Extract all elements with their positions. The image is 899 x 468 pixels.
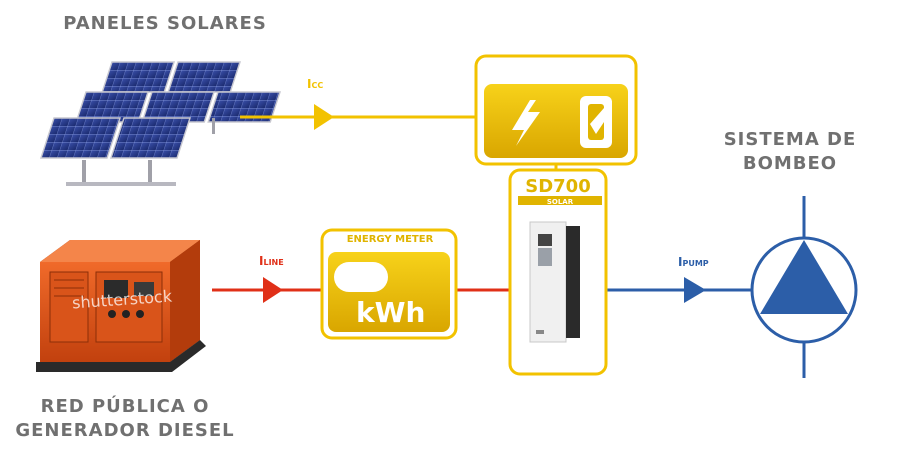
- energy-meter-title: ENERGY METER: [346, 234, 434, 245]
- lightning-icon: [512, 100, 540, 146]
- solar-panels-image: [40, 61, 281, 186]
- generator-image: [36, 240, 206, 372]
- solar-panels-label: PANELES SOLARES: [63, 13, 267, 34]
- kwh-label: kWh: [356, 296, 426, 329]
- pumping-system-label: SISTEMA DE BOMBEO: [723, 129, 857, 174]
- iline-label: ILINE: [259, 254, 284, 268]
- sd700-box: [508, 168, 608, 376]
- icc-arrow-icon: [314, 104, 334, 130]
- iline-arrow-icon: [263, 277, 283, 303]
- sd700-spk-title: SD700 SPK: [506, 60, 606, 79]
- pump-triangle-icon: [750, 196, 858, 378]
- icc-label: ICC: [307, 77, 324, 91]
- sd700-title: SD700: [525, 176, 591, 197]
- switch-icon: [580, 96, 612, 148]
- energy-meter-box: [320, 228, 458, 340]
- grid-generator-label: RED PÚBLICA O GENERADOR DIESEL: [15, 396, 235, 441]
- ipump-arrow-icon: [684, 277, 706, 303]
- ipump-label: IPUMP: [678, 255, 709, 269]
- sd700-subtitle: SOLAR: [546, 198, 574, 206]
